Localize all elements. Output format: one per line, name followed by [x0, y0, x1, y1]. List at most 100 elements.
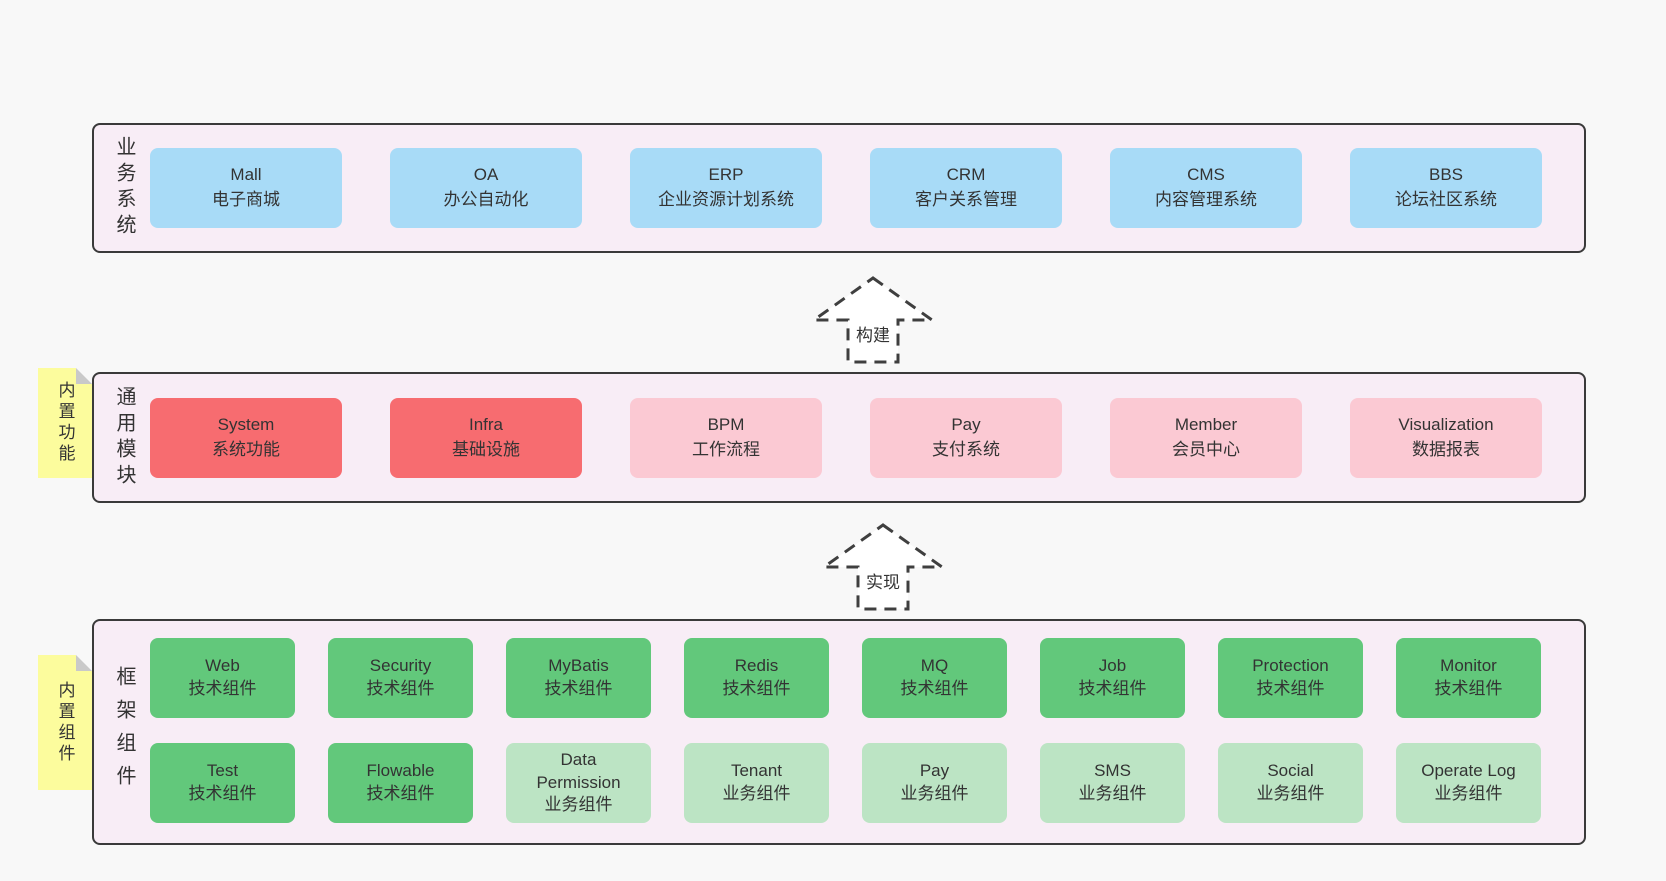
box-title: CMS [1187, 165, 1225, 185]
section-label-components: 框架组件 [113, 666, 135, 798]
box-title: Data Permission [536, 749, 621, 792]
arrow-label-implement: 实现 [864, 568, 902, 593]
box-title: Pay [951, 414, 981, 434]
arrow-implement: 实现 [819, 522, 947, 612]
section-common-modules: 通用模块 System 系统功能 Infra 基础设施 BPM 工作流程 Pay… [92, 372, 1586, 503]
box-title: Social [1267, 761, 1314, 781]
box-subtitle: 内容管理系统 [1155, 190, 1257, 209]
box-cms: CMS 内容管理系统 [1110, 148, 1302, 228]
box-subtitle: 技术组件 [188, 784, 257, 803]
box-title: Test [206, 761, 239, 781]
box-subtitle: 基础设施 [452, 439, 520, 459]
arrow-label-build: 构建 [854, 321, 892, 346]
box-subtitle: 支付系统 [932, 439, 1000, 459]
box-system: System 系统功能 [150, 397, 342, 478]
box-subtitle: 电子商城 [212, 190, 280, 209]
box-test: Test 技术组件 [150, 743, 295, 823]
box-title: Security [369, 656, 432, 676]
box-pay: Pay 支付系统 [870, 397, 1062, 478]
box-web: Web 技术组件 [150, 638, 295, 718]
box-subtitle: 技术组件 [722, 679, 791, 698]
box-flowable: Flowable 技术组件 [328, 743, 473, 823]
box-bbs: BBS 论坛社区系统 [1350, 148, 1542, 228]
box-security: Security 技术组件 [328, 638, 473, 718]
components-row-2: Test 技术组件 Flowable 技术组件 Data Permission … [150, 743, 1541, 823]
box-mq: MQ 技术组件 [862, 638, 1007, 718]
note-built-in-components: 内置组件 [38, 655, 92, 790]
box-title: BPM [707, 414, 745, 434]
box-title: Flowable [366, 761, 435, 781]
modules-box-row: System 系统功能 Infra 基础设施 BPM 工作流程 Pay 支付系统… [150, 374, 1542, 501]
box-subtitle: 会员中心 [1172, 439, 1240, 459]
box-job: Job 技术组件 [1040, 638, 1185, 718]
box-subtitle: 客户关系管理 [915, 190, 1017, 209]
up-arrow-icon [819, 523, 947, 611]
box-subtitle: 业务组件 [722, 784, 791, 803]
box-subtitle: 技术组件 [1434, 679, 1503, 698]
section-label-business: 业务系统 [113, 136, 135, 240]
box-title: MQ [920, 656, 949, 676]
box-subtitle: 技术组件 [366, 784, 435, 803]
box-title: Member [1174, 414, 1238, 434]
note-built-in-features: 内置功能 [38, 368, 92, 478]
box-subtitle: 技术组件 [1256, 679, 1325, 698]
box-title: Monitor [1440, 656, 1497, 676]
box-subtitle: 业务组件 [900, 784, 969, 803]
box-erp: ERP 企业资源计划系统 [630, 148, 822, 228]
box-mall: Mall 电子商城 [150, 148, 342, 228]
box-title: Mall [230, 165, 262, 185]
box-infra: Infra 基础设施 [390, 397, 582, 478]
box-subtitle: 技术组件 [366, 679, 435, 698]
note-text: 内置功能 [55, 381, 75, 465]
box-operate-log: Operate Log 业务组件 [1396, 743, 1541, 823]
box-tenant: Tenant 业务组件 [684, 743, 829, 823]
components-row-1: Web 技术组件 Security 技术组件 MyBatis 技术组件 Redi… [150, 638, 1541, 718]
box-title: Redis [734, 656, 779, 676]
business-box-row: Mall 电子商城 OA 办公自动化 ERP 企业资源计划系统 CRM 客户关系… [150, 125, 1542, 251]
box-subtitle: 企业资源计划系统 [658, 190, 794, 209]
box-title: Job [1098, 656, 1127, 676]
box-subtitle: 技术组件 [188, 679, 257, 698]
box-monitor: Monitor 技术组件 [1396, 638, 1541, 718]
box-title: Operate Log [1421, 761, 1516, 781]
box-subtitle: 系统功能 [212, 439, 280, 459]
box-title: MyBatis [548, 656, 609, 676]
box-title: BBS [1428, 165, 1464, 185]
box-bpm: BPM 工作流程 [630, 397, 822, 478]
box-subtitle: 论坛社区系统 [1395, 190, 1497, 209]
box-subtitle: 业务组件 [1434, 784, 1503, 803]
box-data-permission: Data Permission 业务组件 [506, 743, 651, 823]
box-redis: Redis 技术组件 [684, 638, 829, 718]
box-title: Web [205, 656, 240, 676]
section-business-systems: 业务系统 Mall 电子商城 OA 办公自动化 ERP 企业资源计划系统 CRM… [92, 123, 1586, 253]
box-oa: OA 办公自动化 [390, 148, 582, 228]
box-subtitle: 工作流程 [692, 439, 760, 459]
box-subtitle: 业务组件 [544, 795, 613, 815]
components-box-rows: Web 技术组件 Security 技术组件 MyBatis 技术组件 Redi… [150, 638, 1541, 823]
section-framework-components: 框架组件 Web 技术组件 Security 技术组件 MyBatis 技术组件… [92, 619, 1586, 845]
box-member: Member 会员中心 [1110, 397, 1302, 478]
up-arrow-icon [809, 276, 937, 364]
section-label-modules: 通用模块 [113, 385, 135, 490]
box-subtitle: 技术组件 [544, 679, 613, 698]
note-text: 内置组件 [55, 680, 75, 765]
box-subtitle: 技术组件 [900, 679, 969, 698]
box-title: Protection [1252, 656, 1329, 676]
box-title: OA [473, 165, 499, 185]
box-title: SMS [1094, 761, 1131, 781]
box-crm: CRM 客户关系管理 [870, 148, 1062, 228]
box-title: Visualization [1398, 414, 1494, 434]
box-pay-biz: Pay 业务组件 [862, 743, 1007, 823]
arrow-build: 构建 [809, 275, 937, 365]
box-subtitle: 业务组件 [1256, 784, 1325, 803]
box-subtitle: 数据报表 [1412, 439, 1480, 459]
box-protection: Protection 技术组件 [1218, 638, 1363, 718]
box-title: System [217, 414, 275, 434]
box-title: CRM [946, 165, 986, 185]
box-subtitle: 办公自动化 [443, 190, 529, 209]
box-mybatis: MyBatis 技术组件 [506, 638, 651, 718]
box-title: Pay [919, 761, 950, 781]
box-visualization: Visualization 数据报表 [1350, 397, 1542, 478]
box-subtitle: 技术组件 [1078, 679, 1147, 698]
